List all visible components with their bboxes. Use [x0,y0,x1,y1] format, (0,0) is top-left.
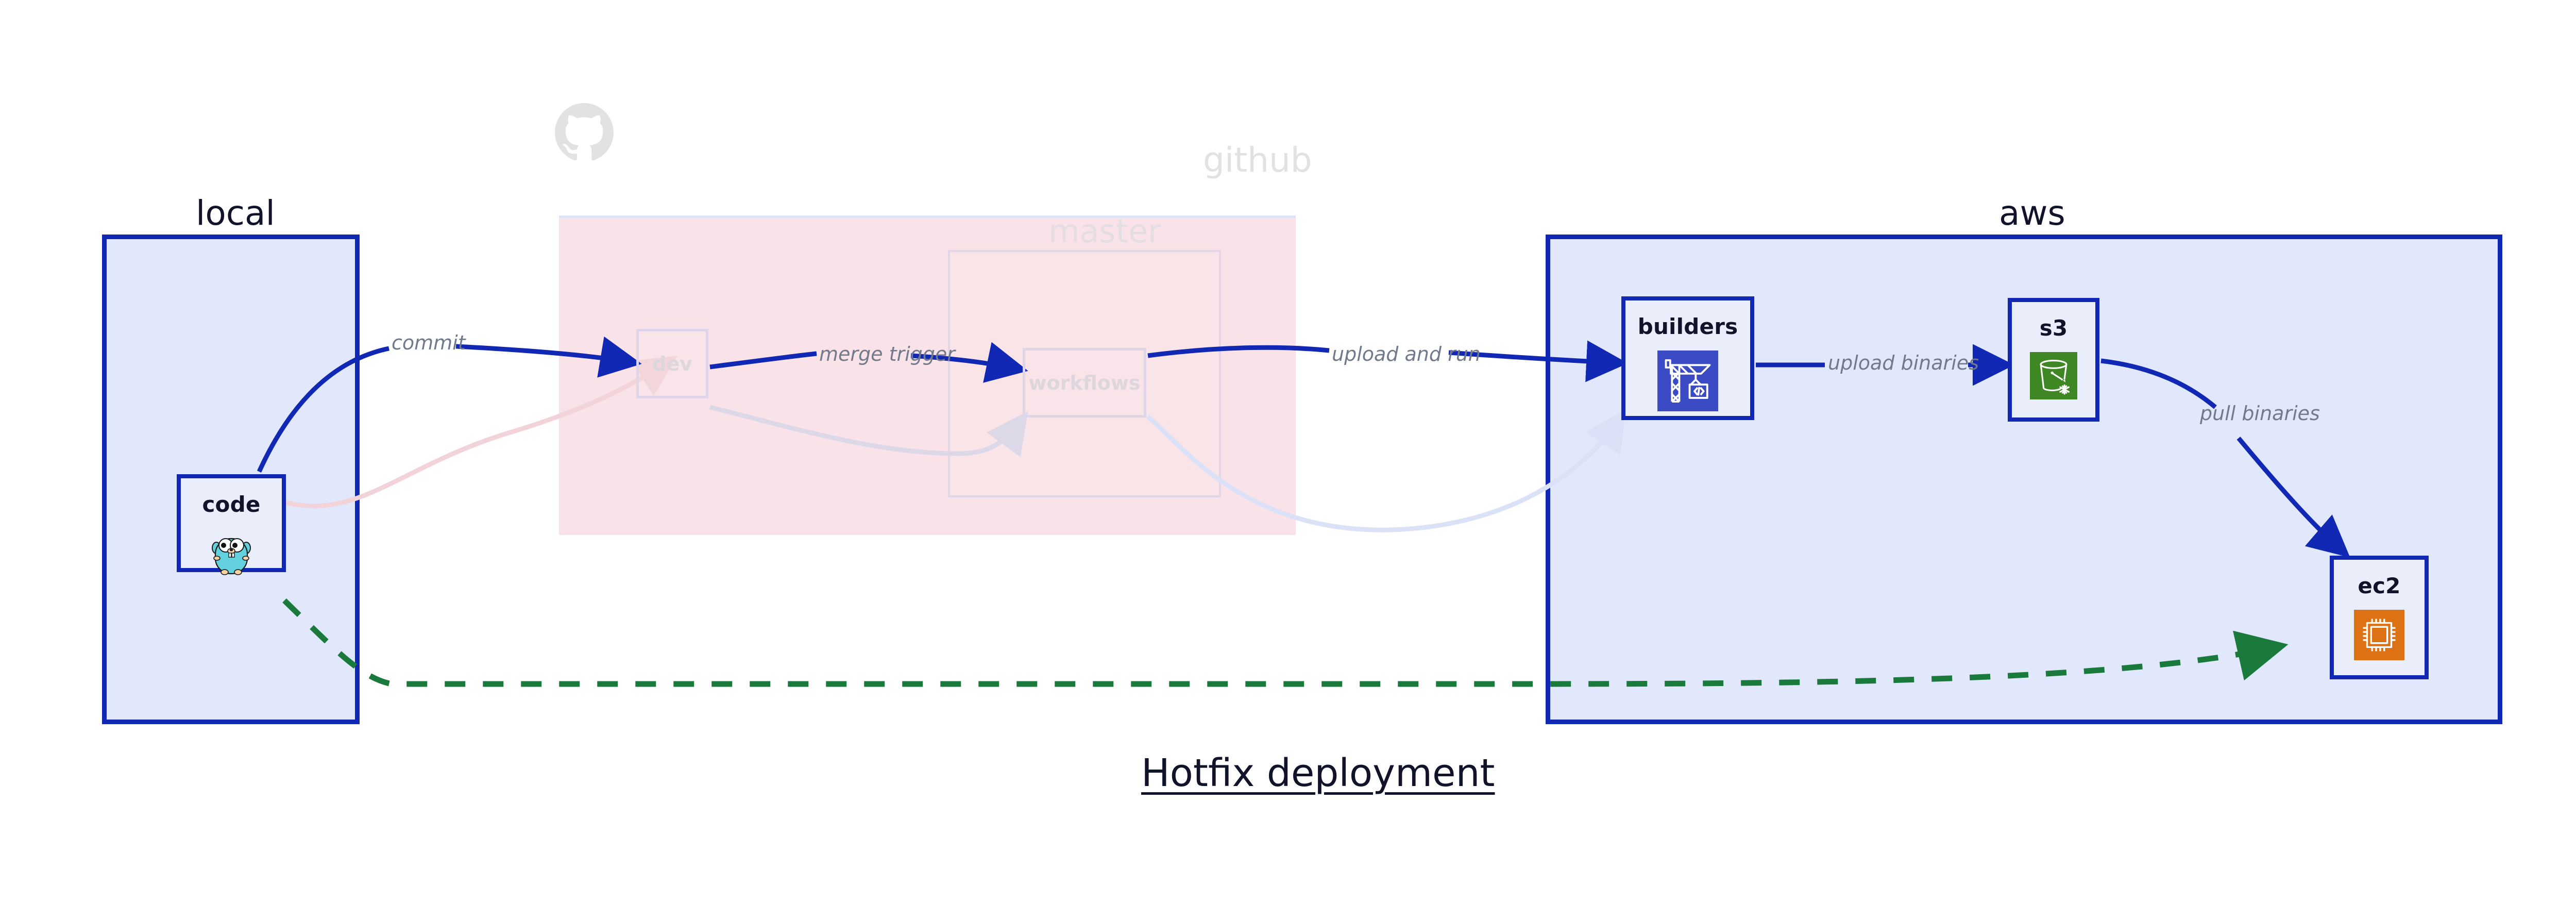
edge-label-upload-binaries: upload binaries [1828,352,1979,374]
cluster-label-github: github [1203,140,1312,180]
cluster-label-master: master [1048,212,1161,250]
aws-ec2-chip-icon [2354,610,2404,662]
edge-label-upload-and-run: upload and run [1332,343,1481,365]
node-workflows[interactable]: workflows [1023,348,1146,417]
node-code[interactable]: code [177,474,286,575]
node-dev-label: dev [652,352,692,375]
node-builders-label: builders [1637,314,1738,339]
node-dev[interactable]: dev [636,329,708,398]
node-s3-label: s3 [2039,315,2068,341]
node-s3[interactable]: s3 [2008,298,2099,422]
node-workflows-label: workflows [1028,371,1141,394]
node-code-label: code [202,492,261,517]
edge-label-merge-trigger: merge trigger [819,343,955,365]
node-ec2-label: ec2 [2358,573,2401,598]
go-gopher-icon [210,528,253,580]
diagram-title: Hotfix deployment [1141,751,1495,795]
edge-label-pull-binaries: pull binaries [2200,402,2320,425]
aws-s3-glacier-icon [2030,352,2077,402]
aws-crane-icon [1657,350,1718,413]
github-octocat-icon [555,103,614,162]
cluster-label-local: local [196,193,275,233]
cluster-label-aws: aws [1999,193,2065,233]
node-ec2[interactable]: ec2 [2330,556,2429,679]
edge-label-commit: commit [392,331,466,354]
node-builders[interactable]: builders [1621,296,1754,420]
